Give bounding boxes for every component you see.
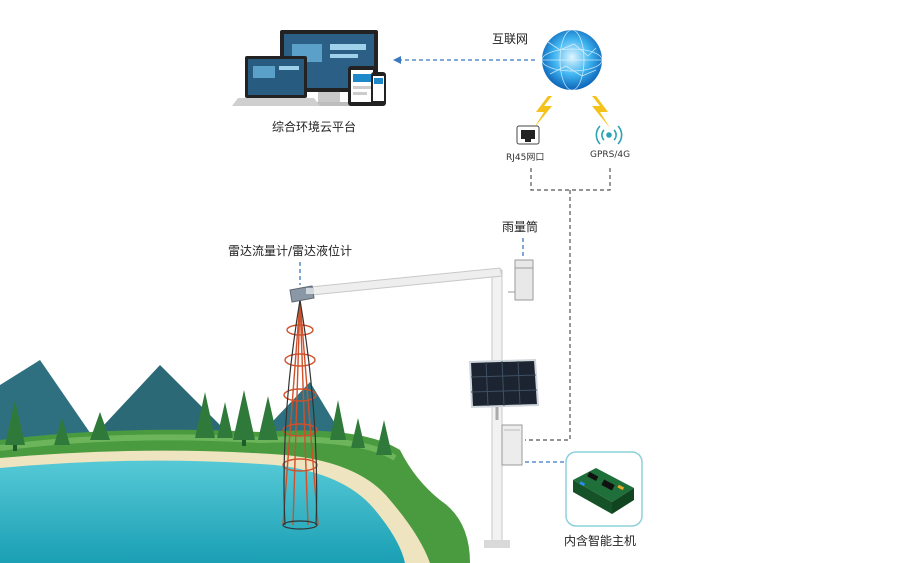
rain-gauge-label: 雨量筒	[502, 220, 539, 234]
tablet-icon	[348, 66, 376, 106]
laptop-icon	[232, 56, 320, 106]
radar-label: 雷达流量计/雷达液位计	[228, 244, 353, 258]
mountain-mid	[90, 365, 235, 440]
globe-icon	[541, 29, 603, 91]
mountain-right	[255, 382, 345, 440]
gprs-label: GPRS/4G	[590, 150, 631, 160]
radar-beam	[282, 299, 319, 526]
internet-label: 互联网	[492, 32, 529, 46]
landscape	[0, 360, 470, 563]
rj45-label: RJ45网口	[506, 153, 545, 163]
devices-cluster	[232, 30, 386, 106]
rain-gauge-icon	[508, 259, 534, 301]
platform-label: 综合环境云平台	[272, 120, 357, 134]
rj45-port-icon	[516, 125, 540, 145]
mountain-left	[0, 360, 95, 455]
pole	[289, 259, 540, 548]
dashed-connectors	[525, 168, 611, 441]
circuit-board-icon	[573, 468, 634, 514]
phone-icon	[371, 72, 386, 106]
lightning-icon	[534, 96, 610, 128]
solar-panel-icon	[468, 358, 540, 420]
host-label: 内含智能主机	[564, 534, 637, 548]
radar-sensor-icon	[289, 285, 315, 303]
wifi-antenna-icon	[595, 125, 623, 145]
control-box-icon	[501, 424, 523, 466]
lake	[0, 460, 405, 563]
